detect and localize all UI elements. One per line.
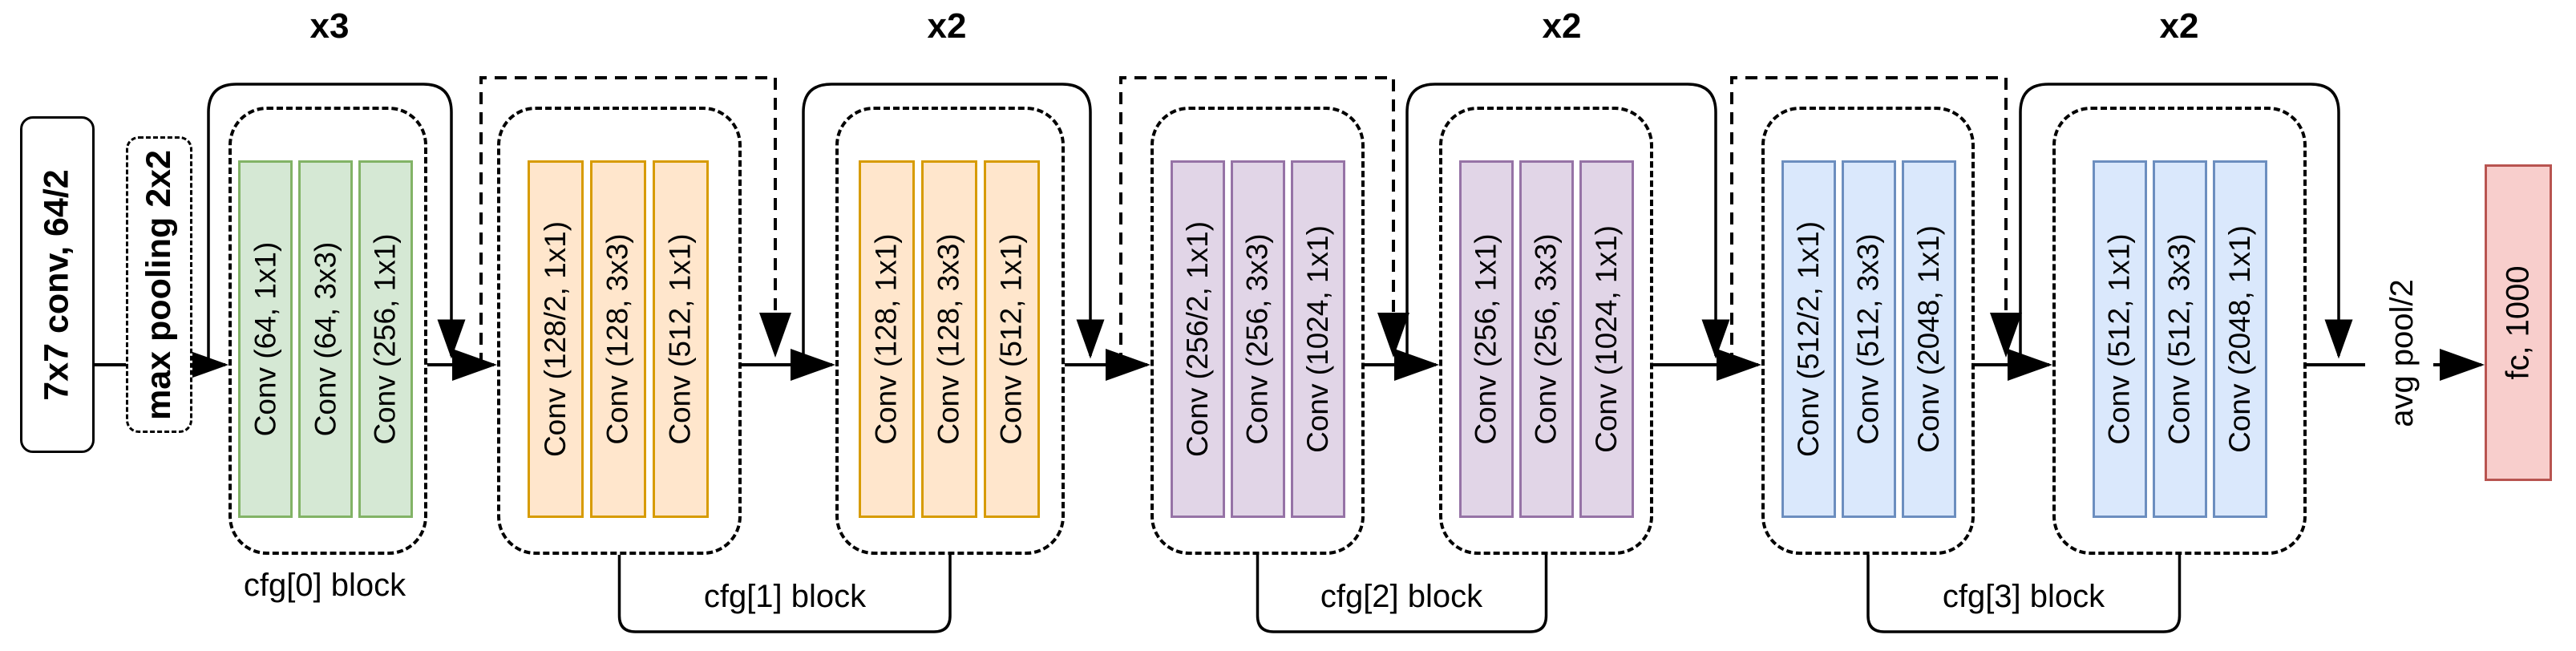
conv-bar: Conv (64, 3x3) <box>298 160 353 518</box>
conv-bar-label: Conv (256, 1x1) <box>1470 233 1502 445</box>
fc-box: fc, 1000 <box>2485 164 2552 481</box>
conv-bar-label: Conv (64, 3x3) <box>309 241 342 437</box>
conv-bar: Conv (512, 1x1) <box>984 160 1040 518</box>
conv-bar: Conv (128/2, 1x1) <box>528 160 584 518</box>
conv-bar-label: Conv (128, 3x3) <box>932 233 965 445</box>
conv-bar: Conv (128, 3x3) <box>590 160 646 518</box>
conv-bar: Conv (512, 1x1) <box>653 160 709 518</box>
avg-pool-label-wrap: avg pool/2 <box>2384 257 2420 449</box>
cfg-label-stage1: cfg[1] block <box>703 579 867 614</box>
conv-bar: Conv (256, 1x1) <box>358 160 413 518</box>
repeat-loop-arrow-stage2 <box>1405 83 1730 365</box>
skip-connection-arrow-stage1 <box>479 76 791 365</box>
conv-bar-label: Conv (128, 1x1) <box>870 233 903 445</box>
conv-bar-label: Conv (2048, 1x1) <box>1912 225 1946 453</box>
conv-bar-label: Conv (1024, 1x1) <box>1301 225 1335 453</box>
max-pooling-label: max pooling 2x2 <box>140 149 178 420</box>
conv-bar: Conv (1024, 1x1) <box>1579 160 1634 518</box>
conv-bar: Conv (256, 1x1) <box>1459 160 1514 518</box>
conv-bar-label: Conv (512/2, 1x1) <box>1792 220 1826 458</box>
conv-bar: Conv (512, 3x3) <box>2153 160 2207 518</box>
stem-conv-label: 7x7 conv, 64/2 <box>38 168 77 401</box>
conv-bar-label: Conv (256, 3x3) <box>1530 233 1563 445</box>
conv-bar-label: Conv (256/2, 1x1) <box>1181 220 1215 458</box>
cfg-bracket-stage1 <box>617 555 952 633</box>
conv-bar-label: Conv (2048, 1x1) <box>2223 225 2257 453</box>
repeat-loop-arrow-stage0 <box>207 83 466 365</box>
conv-bar-label: Conv (1024, 1x1) <box>1590 225 1624 453</box>
conv-bar-label: Conv (512, 1x1) <box>664 233 697 445</box>
conv-bar-label: Conv (512, 3x3) <box>1852 233 1885 445</box>
cfg-bracket-stage2 <box>1256 555 1548 633</box>
repeat-loop-arrow-stage1 <box>802 83 1105 365</box>
bottleneck-block-stage2-b <box>1439 107 1653 555</box>
conv-bar-label: Conv (512, 3x3) <box>2163 233 2196 445</box>
bottleneck-block-stage1-a <box>497 107 742 555</box>
conv-bar: Conv (512/2, 1x1) <box>1781 160 1836 518</box>
conv-bar: Conv (1024, 1x1) <box>1291 160 1345 518</box>
bottleneck-block-stage0 <box>228 107 427 555</box>
stem-conv-box: 7x7 conv, 64/2 <box>20 116 95 453</box>
conv-bar-label: Conv (256, 3x3) <box>1241 233 1274 445</box>
skip-connection-arrow-stage2 <box>1119 76 1409 365</box>
conv-bar: Conv (2048, 1x1) <box>1902 160 1956 518</box>
conv-bar-label: Conv (128/2, 1x1) <box>539 220 572 458</box>
conv-bar-label: Conv (256, 1x1) <box>369 233 402 445</box>
conv-bar: Conv (128, 3x3) <box>921 160 977 518</box>
conv-bar: Conv (512, 1x1) <box>2093 160 2147 518</box>
skip-connection-arrow-stage3 <box>1730 76 2022 365</box>
avg-pool-label: avg pool/2 <box>2384 278 2420 427</box>
max-pooling-box: max pooling 2x2 <box>126 136 192 433</box>
bottleneck-block-stage3-a <box>1761 107 1975 555</box>
repeat-count-stage3: x2 <box>2159 6 2199 46</box>
cfg-label-stage0: cfg[0] block <box>243 568 406 603</box>
conv-bar: Conv (128, 1x1) <box>859 160 915 518</box>
conv-bar-label: Conv (512, 1x1) <box>995 233 1028 445</box>
cfg-label-stage2: cfg[2] block <box>1320 579 1483 614</box>
repeat-count-stage0: x3 <box>309 6 350 46</box>
cfg-bracket-stage3 <box>1866 555 2182 633</box>
bottleneck-block-stage1-b <box>835 107 1065 555</box>
bottleneck-block-stage3-b <box>2052 107 2307 555</box>
conv-bar: Conv (256/2, 1x1) <box>1171 160 1225 518</box>
conv-bar-label: Conv (64, 1x1) <box>249 241 282 437</box>
conv-bar: Conv (2048, 1x1) <box>2213 160 2267 518</box>
conv-bar: Conv (64, 1x1) <box>238 160 293 518</box>
conv-bar-label: Conv (128, 3x3) <box>601 233 634 445</box>
conv-bar: Conv (256, 3x3) <box>1231 160 1285 518</box>
fc-label: fc, 1000 <box>2500 265 2536 380</box>
repeat-loop-arrow-stage3 <box>2019 83 2353 365</box>
repeat-count-stage1: x2 <box>927 6 967 46</box>
conv-bar: Conv (256, 3x3) <box>1519 160 1574 518</box>
conv-bar: Conv (512, 3x3) <box>1842 160 1896 518</box>
repeat-count-stage2: x2 <box>1542 6 1582 46</box>
conv-bar-label: Conv (512, 1x1) <box>2103 233 2136 445</box>
bottleneck-block-stage2-a <box>1151 107 1365 555</box>
cfg-label-stage3: cfg[3] block <box>1942 579 2105 614</box>
